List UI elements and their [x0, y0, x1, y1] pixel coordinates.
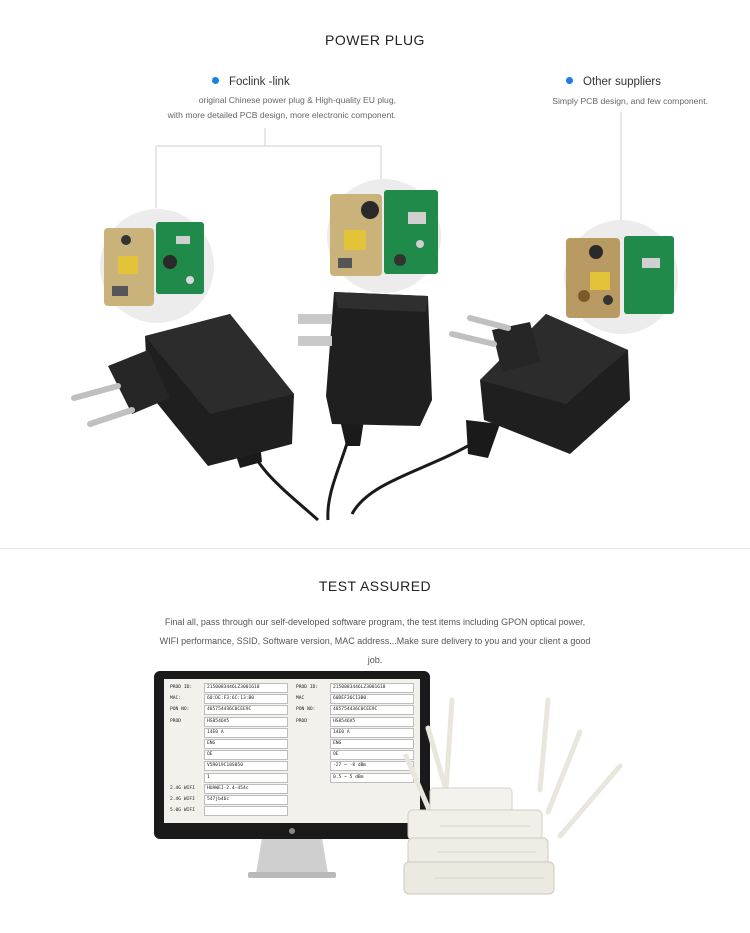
screen-field-input[interactable]: 2150083446LZ3001618: [204, 683, 288, 693]
screen-field-input[interactable]: OE: [204, 750, 288, 761]
screen-field-input[interactable]: 60:DE:F3:6C:13:B0: [204, 694, 288, 705]
screen-field-row: OE: [296, 750, 414, 761]
screen-field-label: PROD ID:: [170, 685, 193, 690]
foclink-description-line: original Chinese power plug & High-quali…: [198, 95, 396, 105]
bullet-dot-icon: [212, 77, 219, 84]
test-assured-title: TEST ASSURED: [318, 578, 432, 594]
adapter-left-eu: [71, 314, 319, 522]
screen-field-label: 2.4G WIFI: [170, 785, 195, 791]
screen-field-input[interactable]: 14E0 A: [204, 727, 288, 738]
other-suppliers-label: Other suppliers: [566, 76, 661, 88]
screen-field-input[interactable]: 547jb46c: [204, 795, 288, 805]
screen-field-label: MAC: [296, 696, 305, 702]
screen-field-row: PON NO: 485754436C0CEE9C: [170, 705, 288, 716]
screen-field-row: ENG: [296, 739, 414, 749]
screen-field-input[interactable]: 14E0 A: [330, 727, 414, 738]
screen-field-input[interactable]: HS8546V5: [330, 716, 414, 727]
screen-field-row: MAC: 60:DE:F3:6C:13:B0: [170, 694, 288, 705]
screen-field-row: PON NO: 485754436C0CEE9C: [296, 705, 414, 716]
test-assured-paragraph: Final all, pass through our self-develop…: [159, 617, 591, 665]
screen-field-input[interactable]: 485754436C0CEE9C: [330, 705, 414, 716]
screen-field-label: 2.4G WIFI: [170, 797, 195, 802]
screen-field-row: 5.0G WIFI: [170, 806, 288, 817]
screen-field-label: PROD: [296, 718, 308, 724]
screen-field-row: 14E0 A: [170, 727, 288, 738]
power-plug-title: POWER PLUG: [325, 32, 425, 48]
screen-field-row: 1: [170, 772, 288, 783]
screen-field-row: 14E0 A: [296, 727, 414, 738]
adapter-center-cn: [298, 292, 432, 521]
screen-field-input[interactable]: 2150083446LZ3001618: [330, 683, 414, 693]
screen-field-input[interactable]: ENG: [330, 739, 414, 749]
screen-field-row: ENG: [170, 739, 288, 749]
screen-field-row: PROD ID: 2150083446LZ3001618: [296, 683, 414, 693]
screen-field-row: MAC 60DEF36C13B0: [296, 694, 414, 705]
screen-field-row: 2.4G WIFI 547jb46c: [170, 795, 288, 805]
foclink-description-line: with more detailed PCB design, more elec…: [167, 110, 396, 120]
screen-field-input[interactable]: 60DEF36C13B0: [330, 694, 414, 705]
screen-field-input[interactable]: HUAWEI-2.4-454c: [204, 783, 288, 794]
screen-field-label: 5.0G WIFI: [170, 808, 195, 814]
screen-field-row: -27 ~ -8 dBm: [296, 761, 414, 772]
screen-field-row: 2.4G WIFI HUAWEI-2.4-454c: [170, 783, 288, 794]
screen-field-row: OE: [170, 750, 288, 761]
screen-field-input[interactable]: OE: [330, 750, 414, 761]
foclink-description: original Chinese power plug & High-quali…: [110, 93, 396, 123]
screen-field-label: PROD ID:: [296, 685, 319, 690]
section-divider: [0, 548, 750, 549]
adapter-right-eu: [350, 314, 630, 515]
screen-field-label: PON NO:: [296, 707, 316, 713]
screen-field-row: V5R019C10S050: [170, 761, 288, 772]
screen-field-label: MAC:: [170, 696, 182, 702]
pcb-image-left: [100, 209, 214, 323]
screen-field-input[interactable]: ENG: [204, 739, 288, 749]
screen-field-input[interactable]: 485754436C0CEE9C: [204, 705, 288, 716]
foclink-label-text: Foclink -link: [229, 76, 290, 88]
screen-field-row: PROD HS8546V5: [170, 716, 288, 727]
pcb-image-center: [327, 179, 441, 293]
pcb-image-right: [564, 220, 678, 334]
screen-field-row: PROD ID: 2150083446LZ3001618: [170, 683, 288, 693]
screen-field-label: PON NO:: [170, 707, 190, 713]
screen-field-label: PROD: [170, 718, 182, 724]
screen-field-row: PROD HS8546V5: [296, 716, 414, 727]
connector-lines: [155, 112, 622, 222]
screen-field-input[interactable]: [204, 806, 288, 817]
screen-field-input[interactable]: -27 ~ -8 dBm: [330, 761, 414, 772]
other-suppliers-label-text: Other suppliers: [583, 76, 661, 88]
bullet-dot-icon: [566, 77, 573, 84]
screen-field-input[interactable]: HS8546V5: [204, 716, 288, 727]
screen-field-input[interactable]: V5R019C10S050: [204, 761, 288, 772]
power-plug-illustration: [71, 112, 678, 522]
screen-field-row: 0.5 ~ 5 dBm: [296, 772, 414, 783]
screen-field-input[interactable]: 0.5 ~ 5 dBm: [330, 772, 414, 783]
foclink-label: Foclink -link: [212, 76, 290, 88]
screen-field-input[interactable]: 1: [204, 772, 288, 783]
other-suppliers-description: Simply PCB design, and few component.: [552, 96, 708, 106]
